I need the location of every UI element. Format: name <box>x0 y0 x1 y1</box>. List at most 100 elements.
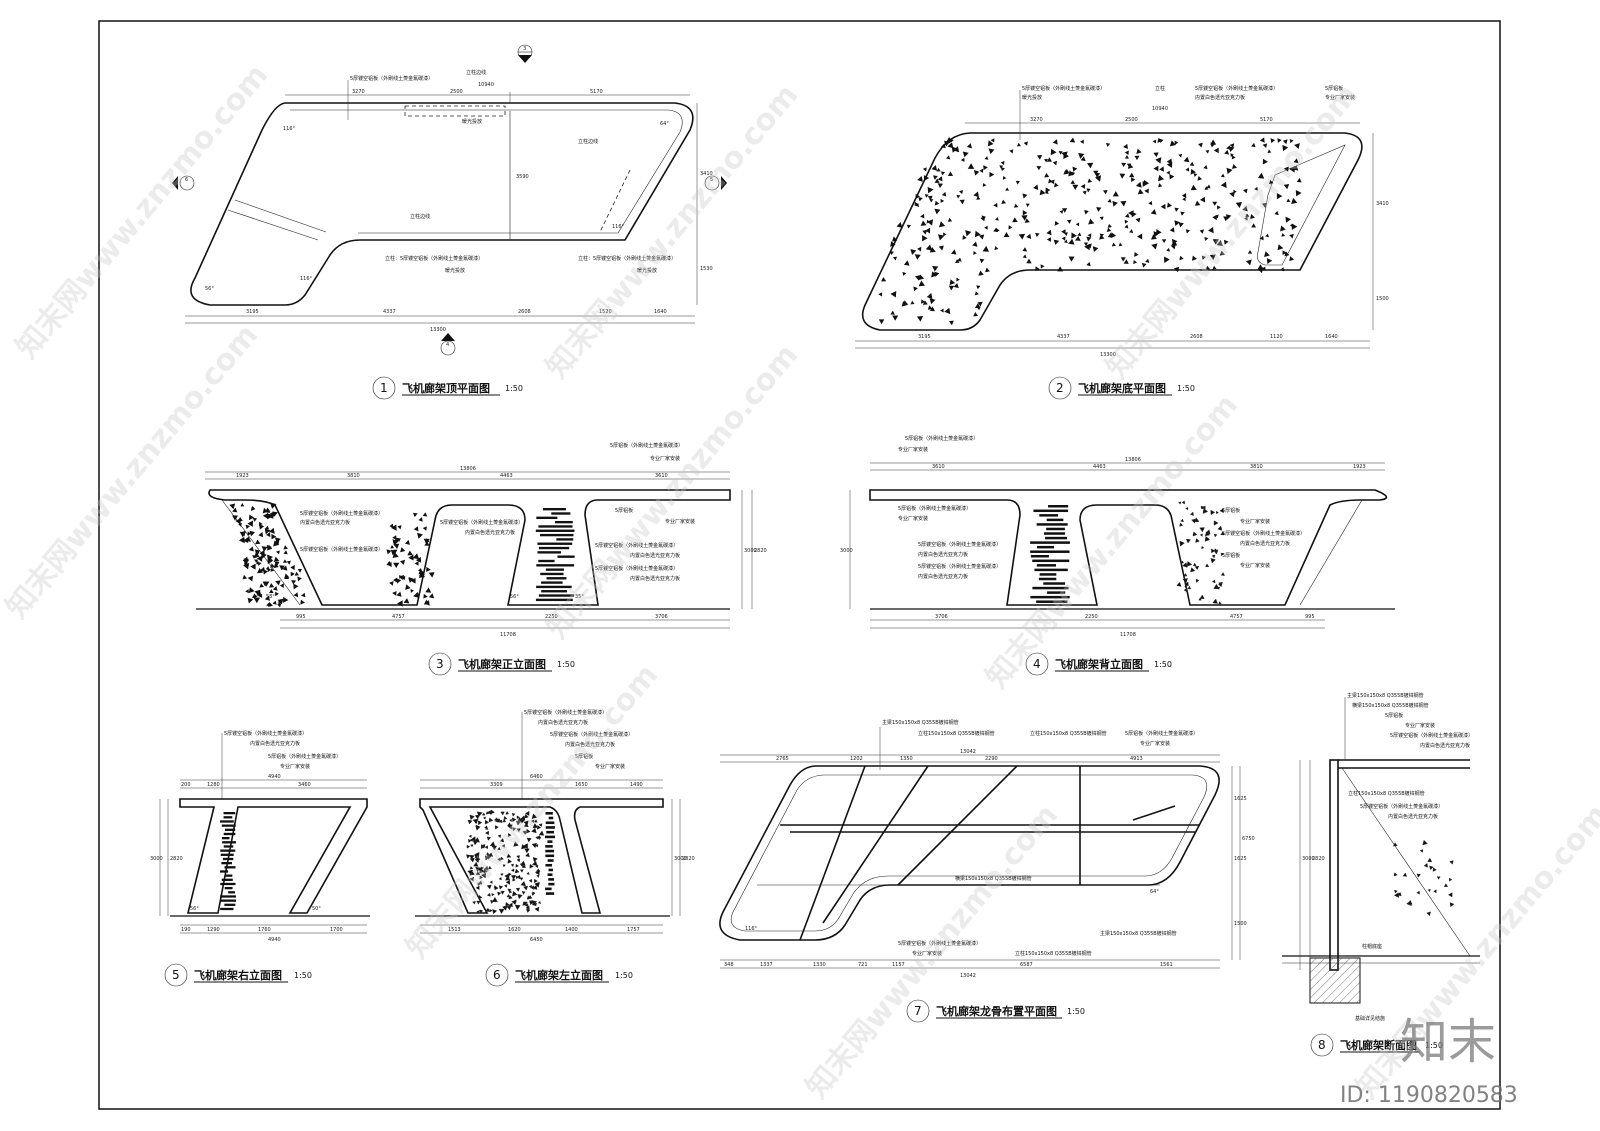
perforation-hole <box>511 827 517 832</box>
perforation-hole <box>523 885 529 891</box>
perforation-hole <box>1198 142 1203 148</box>
v3-dim-total: 11708 <box>500 632 516 638</box>
perforation-hole <box>878 319 885 325</box>
perforation-hole <box>931 271 937 278</box>
perforation-hole <box>980 216 986 222</box>
perforation-hole <box>481 812 486 816</box>
v5-dim-top-1: 200 <box>181 782 191 788</box>
perforation-hole <box>408 554 414 561</box>
v8-label-c: 5厚铝板 <box>1385 712 1403 719</box>
perforation-hole <box>1046 237 1052 242</box>
v3-label-k: 内置白色透光亚克力板 <box>630 552 680 559</box>
perforation-hole <box>906 224 911 229</box>
perforation-hole <box>1171 238 1178 245</box>
v3-angle-2: 56° <box>510 594 519 600</box>
v4-label-b: 专业厂家安装 <box>898 446 928 453</box>
v1-label-edge2: 立柱边线 <box>578 138 598 145</box>
v5-dim-total: 4940 <box>268 937 281 943</box>
perforation-hole <box>514 904 521 911</box>
v7-dim-bottom-5: 1157 <box>892 962 905 968</box>
perforation-hole <box>1061 236 1066 241</box>
perforation-hole <box>516 815 521 820</box>
perforation-hole <box>468 838 472 843</box>
perforation-hole <box>255 551 260 556</box>
perforation-hole <box>256 555 263 562</box>
perforation-hole <box>1152 139 1157 144</box>
perforation-hole <box>1137 233 1143 240</box>
v3-perforation-mid <box>386 512 435 607</box>
v4-label-c: 5厚铝板（外刷线土菱金氟碳漆） <box>898 505 971 512</box>
perforation-hole <box>264 528 271 535</box>
perforation-hole <box>920 220 927 226</box>
perforation-hole <box>1169 173 1175 180</box>
panel-text-block <box>542 508 566 511</box>
perforation-hole <box>1229 143 1235 149</box>
perforation-hole <box>1210 509 1216 516</box>
section-mark-3-top[interactable]: 3 <box>517 44 533 63</box>
perforation-hole <box>497 891 502 896</box>
perforation-hole <box>511 890 518 897</box>
v7-label-f: 横梁150x150x8 Q355B镀锌钢管 <box>955 875 1032 882</box>
perforation-hole <box>396 578 402 584</box>
perforation-hole <box>1099 234 1105 240</box>
perforation-hole <box>229 503 236 510</box>
v4-label-g: 5厚镂空铝板（外刷线土菱金氟碳漆） <box>918 563 1001 570</box>
perforation-hole <box>929 298 936 305</box>
v4-dim-top-3: 13806 <box>1125 457 1141 463</box>
perforation-hole <box>484 825 488 830</box>
perforation-hole <box>245 536 251 542</box>
perforation-hole <box>398 575 405 581</box>
v3-dim-bottom-3: 2250 <box>545 614 558 620</box>
v4-scale: 1:50 <box>1154 660 1172 669</box>
panel-text-block <box>545 863 553 867</box>
v2-dim-top-4: 5170 <box>1260 117 1273 123</box>
perforation-hole <box>934 208 941 215</box>
section-mark-5-right[interactable]: 5 <box>704 175 727 191</box>
v3-label-h: 5厚镂空铝板（外刷线土菱金氟碳漆） <box>440 519 523 526</box>
perforation-hole <box>273 556 280 562</box>
v6-dim-bottom-3: 1400 <box>565 927 578 933</box>
perforation-hole <box>531 892 536 897</box>
perforation-hole <box>1170 244 1176 250</box>
v6-dim-top-4: 1490 <box>630 782 643 788</box>
perforation-hole <box>475 870 481 876</box>
perforation-hole <box>1205 529 1211 535</box>
perforation-hole <box>1247 249 1253 254</box>
panel-text-block <box>537 551 561 554</box>
perforation-hole <box>506 853 512 858</box>
perforation-hole <box>469 857 475 863</box>
perforation-hole <box>482 816 486 820</box>
perforation-hole <box>1201 545 1205 550</box>
perforation-hole <box>423 593 428 599</box>
perforation-hole <box>920 213 925 219</box>
panel-text-block <box>557 555 575 558</box>
v8-number: 8 <box>1318 1038 1326 1052</box>
perforation-hole <box>937 183 943 188</box>
perforation-hole <box>1120 200 1127 207</box>
v1-label-col3: 立柱：5厚镂空铝板（外刷线土菱金氟碳漆） <box>578 255 676 262</box>
v5-dim-bottom-2: 1290 <box>207 927 220 933</box>
section-mark-4-bottom[interactable]: 4 <box>440 333 456 356</box>
v4-label-i: 5厚铝板 <box>1222 507 1240 514</box>
v4-dim-side: 3000 <box>840 548 853 554</box>
perforation-hole <box>1000 160 1005 166</box>
panel-text-block <box>221 862 232 865</box>
perforation-hole <box>413 526 419 532</box>
perforation-hole <box>523 820 529 826</box>
v2-dim-top-3: 10940 <box>1152 106 1168 112</box>
perforation-hole <box>1191 255 1197 261</box>
perforation-hole <box>1266 258 1273 264</box>
perforation-hole <box>480 866 485 870</box>
section-mark-6-left[interactable]: 6 <box>172 175 195 191</box>
panel-text-block <box>545 812 553 815</box>
perforation-hole <box>1199 594 1205 599</box>
perforation-hole <box>1211 579 1216 584</box>
v3-dim-bottom-4: 3706 <box>655 614 668 620</box>
perforation-hole <box>1166 247 1171 252</box>
v7-dim-bottom-6: 6587 <box>1020 962 1033 968</box>
perforation-hole <box>1174 207 1179 212</box>
watermark-4: 知末网www.znzmo.com <box>0 318 265 625</box>
perforation-hole <box>878 292 883 297</box>
perforation-hole <box>918 280 925 287</box>
perforation-hole <box>1054 182 1059 188</box>
